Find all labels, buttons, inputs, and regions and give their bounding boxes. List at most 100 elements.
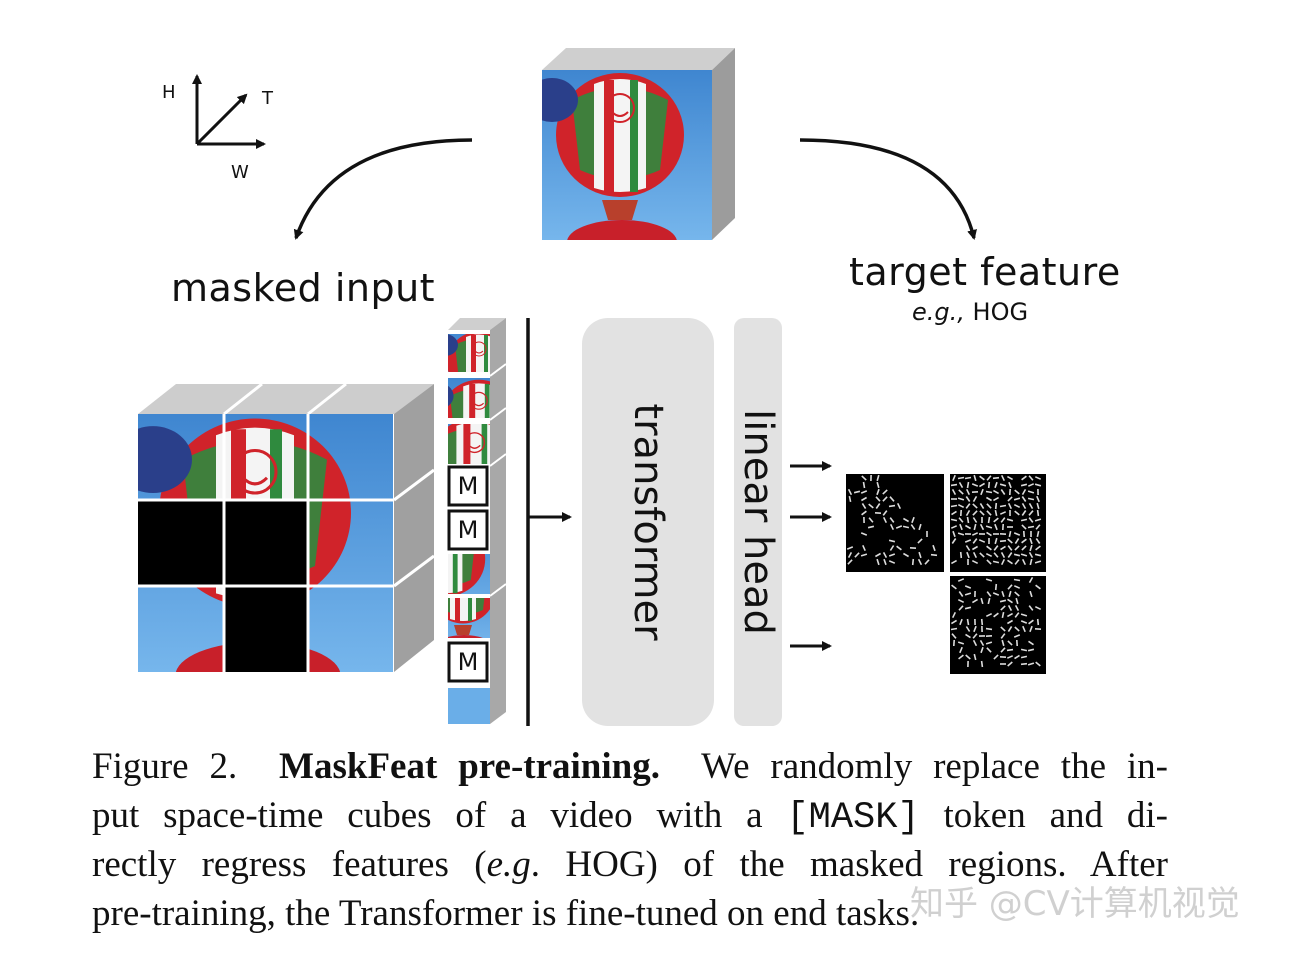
hog-stroke: [1029, 544, 1033, 552]
hog-stroke: [1027, 483, 1035, 487]
hog-stroke: [950, 627, 958, 631]
arrow-to-masked-input: [293, 138, 473, 240]
figure: H T W masked input target feature e.g., …: [138, 48, 1120, 726]
hog-stroke: [1028, 510, 1034, 516]
hog-stroke: [1013, 585, 1021, 589]
hog-stroke: [862, 481, 866, 489]
hog-stroke: [1000, 558, 1006, 566]
hog-stroke: [951, 611, 957, 619]
hog-stroke: [950, 483, 958, 487]
hog-stroke: [889, 517, 895, 523]
hog-feature-map-3: [950, 576, 1046, 674]
hog-stroke: [1034, 553, 1042, 557]
masked-input-cube: [138, 382, 435, 672]
hog-stroke: [1000, 489, 1006, 495]
figure-number: Figure 2.: [92, 746, 238, 787]
hog-stroke: [876, 558, 880, 566]
hog-stroke: [959, 618, 963, 626]
hog-stroke: [985, 641, 993, 645]
hog-stroke: [917, 558, 923, 566]
hog-stroke: [1021, 524, 1027, 530]
hog-stroke: [993, 489, 999, 495]
hog-stroke: [1020, 553, 1028, 557]
hog-stroke: [1020, 613, 1028, 617]
hog-stroke: [985, 578, 993, 582]
hog-stroke: [964, 539, 972, 543]
caption-title: MaskFeat pre-training.: [279, 746, 660, 787]
hog-stroke: [972, 503, 978, 509]
hog-stroke: [847, 488, 853, 496]
hog-stroke: [882, 516, 888, 524]
hog-stroke: [1028, 503, 1034, 509]
hog-stroke: [972, 633, 978, 639]
caption-line-2: put space-time cubes of a video with a […: [92, 791, 1168, 840]
hog-stroke: [1036, 502, 1040, 510]
hog-stroke: [861, 502, 867, 510]
hog-stroke: [876, 481, 880, 489]
hog-stroke: [1028, 619, 1034, 625]
hog-stroke: [964, 592, 972, 596]
hog-stroke: [964, 585, 972, 589]
hog-stroke: [1020, 662, 1028, 666]
hog-stroke: [979, 523, 985, 531]
hog-stroke: [965, 488, 971, 496]
hog-stroke: [987, 597, 991, 605]
hog-stroke: [1028, 552, 1034, 558]
caption-line-4: pre-training, the Transformer is fine-tu…: [92, 893, 920, 934]
hog-stroke: [1013, 634, 1021, 638]
hog-stroke: [971, 532, 979, 536]
hog-stroke: [973, 653, 977, 661]
hog-stroke: [965, 633, 971, 639]
hog-stroke: [860, 490, 868, 494]
hog-stroke: [848, 495, 852, 503]
hog-stroke: [1020, 518, 1028, 522]
hog-stroke: [1015, 597, 1019, 605]
hog-stroke: [882, 552, 888, 558]
hog-stroke: [1020, 483, 1028, 487]
hog-stroke: [861, 510, 867, 516]
hog-stroke: [1028, 605, 1034, 611]
hog-stroke: [1020, 648, 1028, 652]
hog-stroke: [1000, 517, 1006, 523]
hog-stroke: [1027, 497, 1035, 501]
hog-stroke: [985, 525, 993, 529]
hog-stroke: [965, 496, 971, 502]
hog-stroke: [1007, 538, 1013, 544]
hog-stroke: [965, 545, 971, 551]
hog-stroke: [993, 496, 999, 502]
hog-stroke: [972, 545, 978, 551]
hog-stroke: [966, 551, 970, 559]
hog-stroke: [986, 559, 992, 565]
hog-stroke: [992, 560, 1000, 564]
hog-stroke: [861, 475, 867, 481]
hog-stroke: [932, 544, 936, 552]
hog-stroke: [1034, 518, 1042, 522]
hog-stroke: [1006, 518, 1014, 522]
arrow-to-target-feature: [799, 138, 977, 240]
hog-stroke: [979, 552, 985, 558]
hog-stroke: [985, 612, 993, 618]
hog-stroke: [1008, 481, 1012, 489]
figure-diagram: [138, 48, 1046, 726]
hog-stroke: [1007, 475, 1013, 481]
hog-stroke: [985, 490, 993, 494]
hog-stroke: [1036, 530, 1040, 538]
hog-stroke: [951, 584, 957, 590]
hog-stroke: [917, 538, 923, 544]
hog-stroke: [1014, 612, 1020, 618]
hog-stroke: [1001, 611, 1005, 619]
hog-stroke: [999, 599, 1007, 603]
hog-stroke: [1014, 545, 1020, 551]
hog-stroke: [1021, 545, 1027, 551]
hog-stroke: [986, 503, 992, 509]
hog-stroke: [1027, 525, 1035, 529]
hog-stroke: [1034, 560, 1042, 564]
hog-stroke: [882, 489, 888, 495]
caption-text-3b: . HOG) of the masked regions. After: [530, 844, 1168, 885]
hog-stroke: [1027, 648, 1035, 652]
hog-stroke: [952, 474, 956, 482]
hog-stroke: [1034, 605, 1042, 611]
hog-stroke: [979, 640, 985, 646]
hog-stroke: [972, 551, 978, 559]
hog-stroke: [1013, 497, 1021, 501]
